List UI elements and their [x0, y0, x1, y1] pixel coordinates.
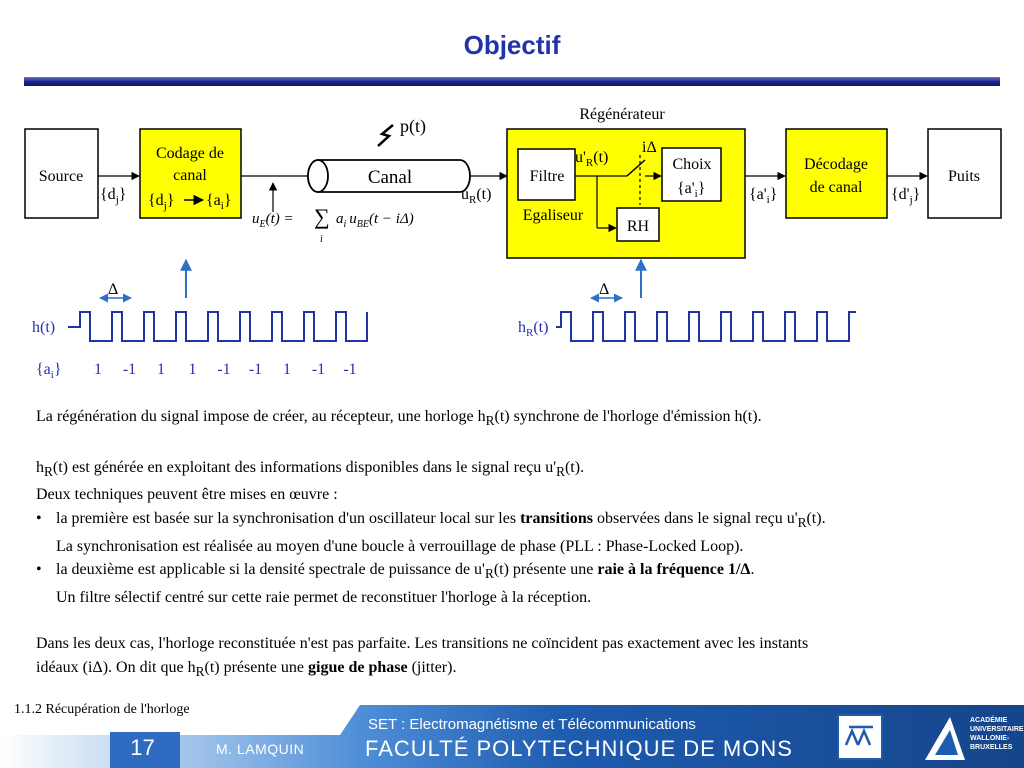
decision-block — [661, 147, 722, 202]
rh-label: RH — [627, 218, 650, 235]
sink-label: Puits — [948, 168, 980, 185]
ai-out-label: {a'i} — [749, 186, 777, 206]
delta-label-right: Δ — [599, 281, 609, 298]
ai-value: 1 — [189, 361, 197, 378]
transmission-diagram: Source {dj} Codage de canal {dj} {ai} Ca… — [24, 106, 1002, 381]
ai-values: 1 -1 1 1 -1 -1 1 -1 -1 — [94, 361, 357, 378]
ai-seq-label: {ai} — [36, 361, 62, 381]
dj-label: {dj} — [100, 186, 126, 206]
decision-label: Choix — [672, 156, 711, 173]
course-title: SET : Electromagnétisme et Télécommunica… — [368, 716, 696, 733]
body-text: La régénération du signal impose de crée… — [36, 405, 1016, 683]
noise-lightning-icon — [377, 124, 394, 147]
bullet-1-line-2: La synchronisation est réalisée au moyen… — [56, 537, 744, 555]
author: M. LAMQUIN — [216, 741, 305, 757]
regenerator-title: Régénérateur — [579, 106, 665, 123]
paragraph-1: La régénération du signal impose de crée… — [36, 408, 762, 429]
h-label: h(t) — [32, 319, 55, 336]
channel-label: Canal — [368, 167, 412, 188]
upr-label: u'R(t) — [575, 149, 608, 169]
hr-label: hR(t) — [518, 319, 548, 339]
ai-value: 1 — [157, 361, 165, 378]
coding-ai: {ai} — [206, 192, 232, 212]
footer-banner — [0, 705, 1024, 768]
academy-name: ACADÉMIE UNIVERSITAIRE WALLONIE- BRUXELL… — [970, 717, 1024, 751]
ue-sum-index: i — [320, 234, 323, 245]
dj-out-label: {d'j} — [891, 186, 920, 206]
channel-decoding-block — [785, 128, 888, 219]
equalizer-label: Egaliseur — [523, 207, 584, 224]
decision-symbols: {a'i} — [677, 180, 705, 200]
paragraph-4: Dans les deux cas, l'horloge reconstitué… — [36, 635, 809, 679]
hr-waveform — [556, 311, 856, 342]
filter-block — [517, 148, 576, 201]
ue-formula: uE(t) = — [252, 211, 294, 230]
ai-value: -1 — [343, 361, 356, 378]
section-label: 1.1.2 Récupération de l'horloge — [14, 702, 190, 717]
ai-value: -1 — [249, 361, 262, 378]
ai-value: -1 — [217, 361, 230, 378]
coding-label-2: canal — [173, 167, 207, 184]
coding-label-1: Codage de — [156, 145, 224, 162]
rh-block — [616, 207, 660, 242]
ai-value: -1 — [312, 361, 325, 378]
title-rule — [24, 77, 1000, 86]
source-label: Source — [39, 168, 83, 185]
h-waveform — [68, 311, 368, 342]
channel-coding-block — [139, 128, 242, 219]
decoding-label-2: de canal — [810, 179, 863, 196]
bullet-1: • la première est basée sur la synchroni… — [36, 509, 826, 531]
bullet-2: • la deuxième est applicable si la densi… — [36, 561, 755, 582]
faculty-logo — [837, 714, 883, 760]
sink-block — [927, 128, 1002, 219]
faculty-name: FACULTÉ POLYTECHNIQUE DE MONS — [365, 736, 793, 761]
ai-value: 1 — [94, 361, 102, 378]
page-number: 17 — [130, 735, 155, 760]
source-block — [24, 128, 99, 219]
paragraph-3: Deux techniques peuvent être mises en œu… — [36, 486, 338, 504]
paragraph-2: hR(t) est générée en exploitant des info… — [36, 458, 585, 479]
i-delta-label: iΔ — [642, 139, 657, 156]
bullet-2-line-2: Un filtre sélectif centré sur cette raie… — [56, 588, 592, 606]
ai-value: -1 — [123, 361, 136, 378]
ur-label: uR(t) — [461, 186, 491, 206]
page-title: Objectif — [463, 30, 561, 60]
delta-label-left: Δ — [108, 281, 118, 298]
decoding-label-1: Décodage — [804, 156, 868, 173]
filter-label: Filtre — [530, 168, 565, 185]
coding-dj: {dj} — [148, 192, 174, 212]
ue-sum: ∑ — [314, 204, 330, 229]
noise-label: p(t) — [400, 116, 426, 137]
ai-value: 1 — [283, 361, 291, 378]
